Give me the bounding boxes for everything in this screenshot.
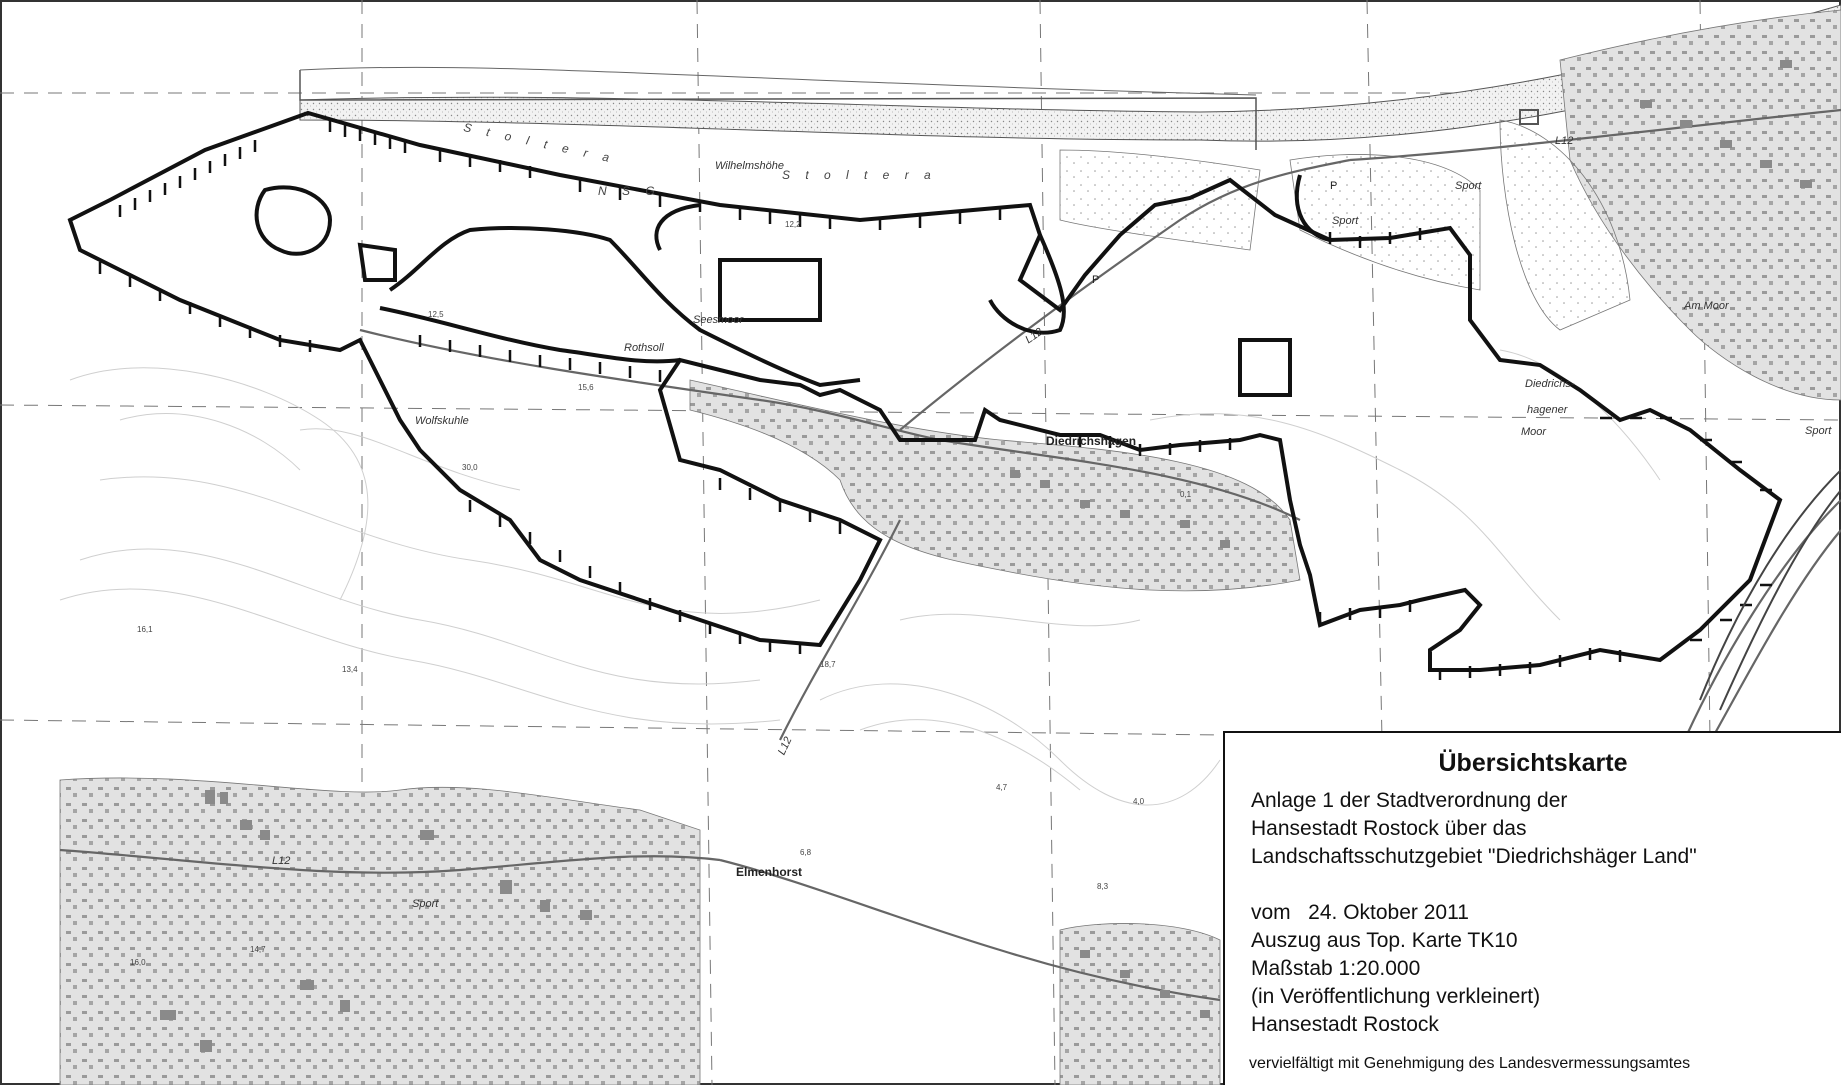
legend-title: Übersichtskarte <box>1438 749 1628 777</box>
contour-lines <box>59 349 1661 806</box>
label-stoltera-east: S t o l t e r a <box>782 168 937 182</box>
coastal-dunes <box>299 4 1841 142</box>
label-seesmoor: Seesmoor <box>693 314 744 326</box>
boundary-hatching <box>98 120 1772 680</box>
legend-line-1: Anlage 1 der Stadtverordnung der <box>1251 789 1568 812</box>
river-rail <box>1699 469 1841 711</box>
label-elmenhorst: Elmenhorst <box>736 865 803 879</box>
label-elev-8: 4,7 <box>996 783 1008 792</box>
legend-authority: Hansestadt Rostock <box>1251 1013 1439 1036</box>
label-elev-4: 30,0 <box>462 463 478 472</box>
label-elev-11: 14,7 <box>250 945 266 954</box>
legend-reduced-note: (in Veröffentlichung verkleinert) <box>1251 985 1541 1008</box>
label-elev-6: 13,4 <box>342 665 358 674</box>
label-haegener: hagener <box>1527 404 1568 416</box>
label-elev-12: 16,0 <box>130 958 146 967</box>
label-elev-9: 4,0 <box>1133 797 1145 806</box>
label-elev-1: 12,2 <box>785 220 801 229</box>
label-sport-2: Sport <box>1332 215 1359 227</box>
label-wolfskuhle: Wolfskuhle <box>415 415 469 427</box>
label-rothsoll: Rothsoll <box>624 342 664 354</box>
label-sport-3: Sport <box>1805 425 1832 437</box>
map-legend-box: Übersichtskarte Anlage 1 der Stadtverord… <box>1223 731 1841 1085</box>
label-sport-1: Sport <box>1455 180 1482 192</box>
label-nsg: N S G <box>598 184 661 198</box>
label-elev-10: 6,8 <box>800 848 812 857</box>
label-am-moor: Am Moor <box>1684 300 1729 312</box>
legend-line-2: Hansestadt Rostock über das <box>1251 817 1527 840</box>
label-elev-3: 15,6 <box>578 383 594 392</box>
roads <box>59 108 1841 1002</box>
label-elev-5: 16,1 <box>137 625 153 634</box>
label-parking-2: P <box>1330 180 1338 192</box>
label-diedrichshaeger: Diedrichs- <box>1525 378 1575 390</box>
label-elev-13: 8,3 <box>1097 882 1109 891</box>
legend-line-3: Landschaftsschutzgebiet "Diedrichshäger … <box>1251 845 1697 868</box>
legend-scale: Maßstab 1:20.000 <box>1251 957 1421 980</box>
label-wilhelmshoehe: Wilhelmshöhe <box>715 160 784 172</box>
legend-source: Auszug aus Top. Karte TK10 <box>1251 929 1518 952</box>
legend-date: vom 24. Oktober 2011 <box>1251 901 1469 924</box>
label-elev-2: 12,5 <box>428 310 444 319</box>
label-diedrichshagen: Diedrichshagen <box>1046 434 1137 448</box>
label-elev-14: 0,1 <box>1180 490 1192 499</box>
label-road-l12-b: L12 <box>1555 135 1574 147</box>
settlements <box>59 9 1841 1085</box>
label-moor: Moor <box>1521 426 1547 438</box>
buildings <box>160 60 1812 1052</box>
legend-copyright-note: vervielfältigt mit Genehmigung des Lande… <box>1249 1055 1691 1072</box>
label-parking-1: P <box>1092 274 1100 286</box>
label-elev-7: 18,7 <box>820 660 836 669</box>
label-road-l12-d: L12 <box>272 855 291 867</box>
label-sport-4: Sport <box>412 898 439 910</box>
